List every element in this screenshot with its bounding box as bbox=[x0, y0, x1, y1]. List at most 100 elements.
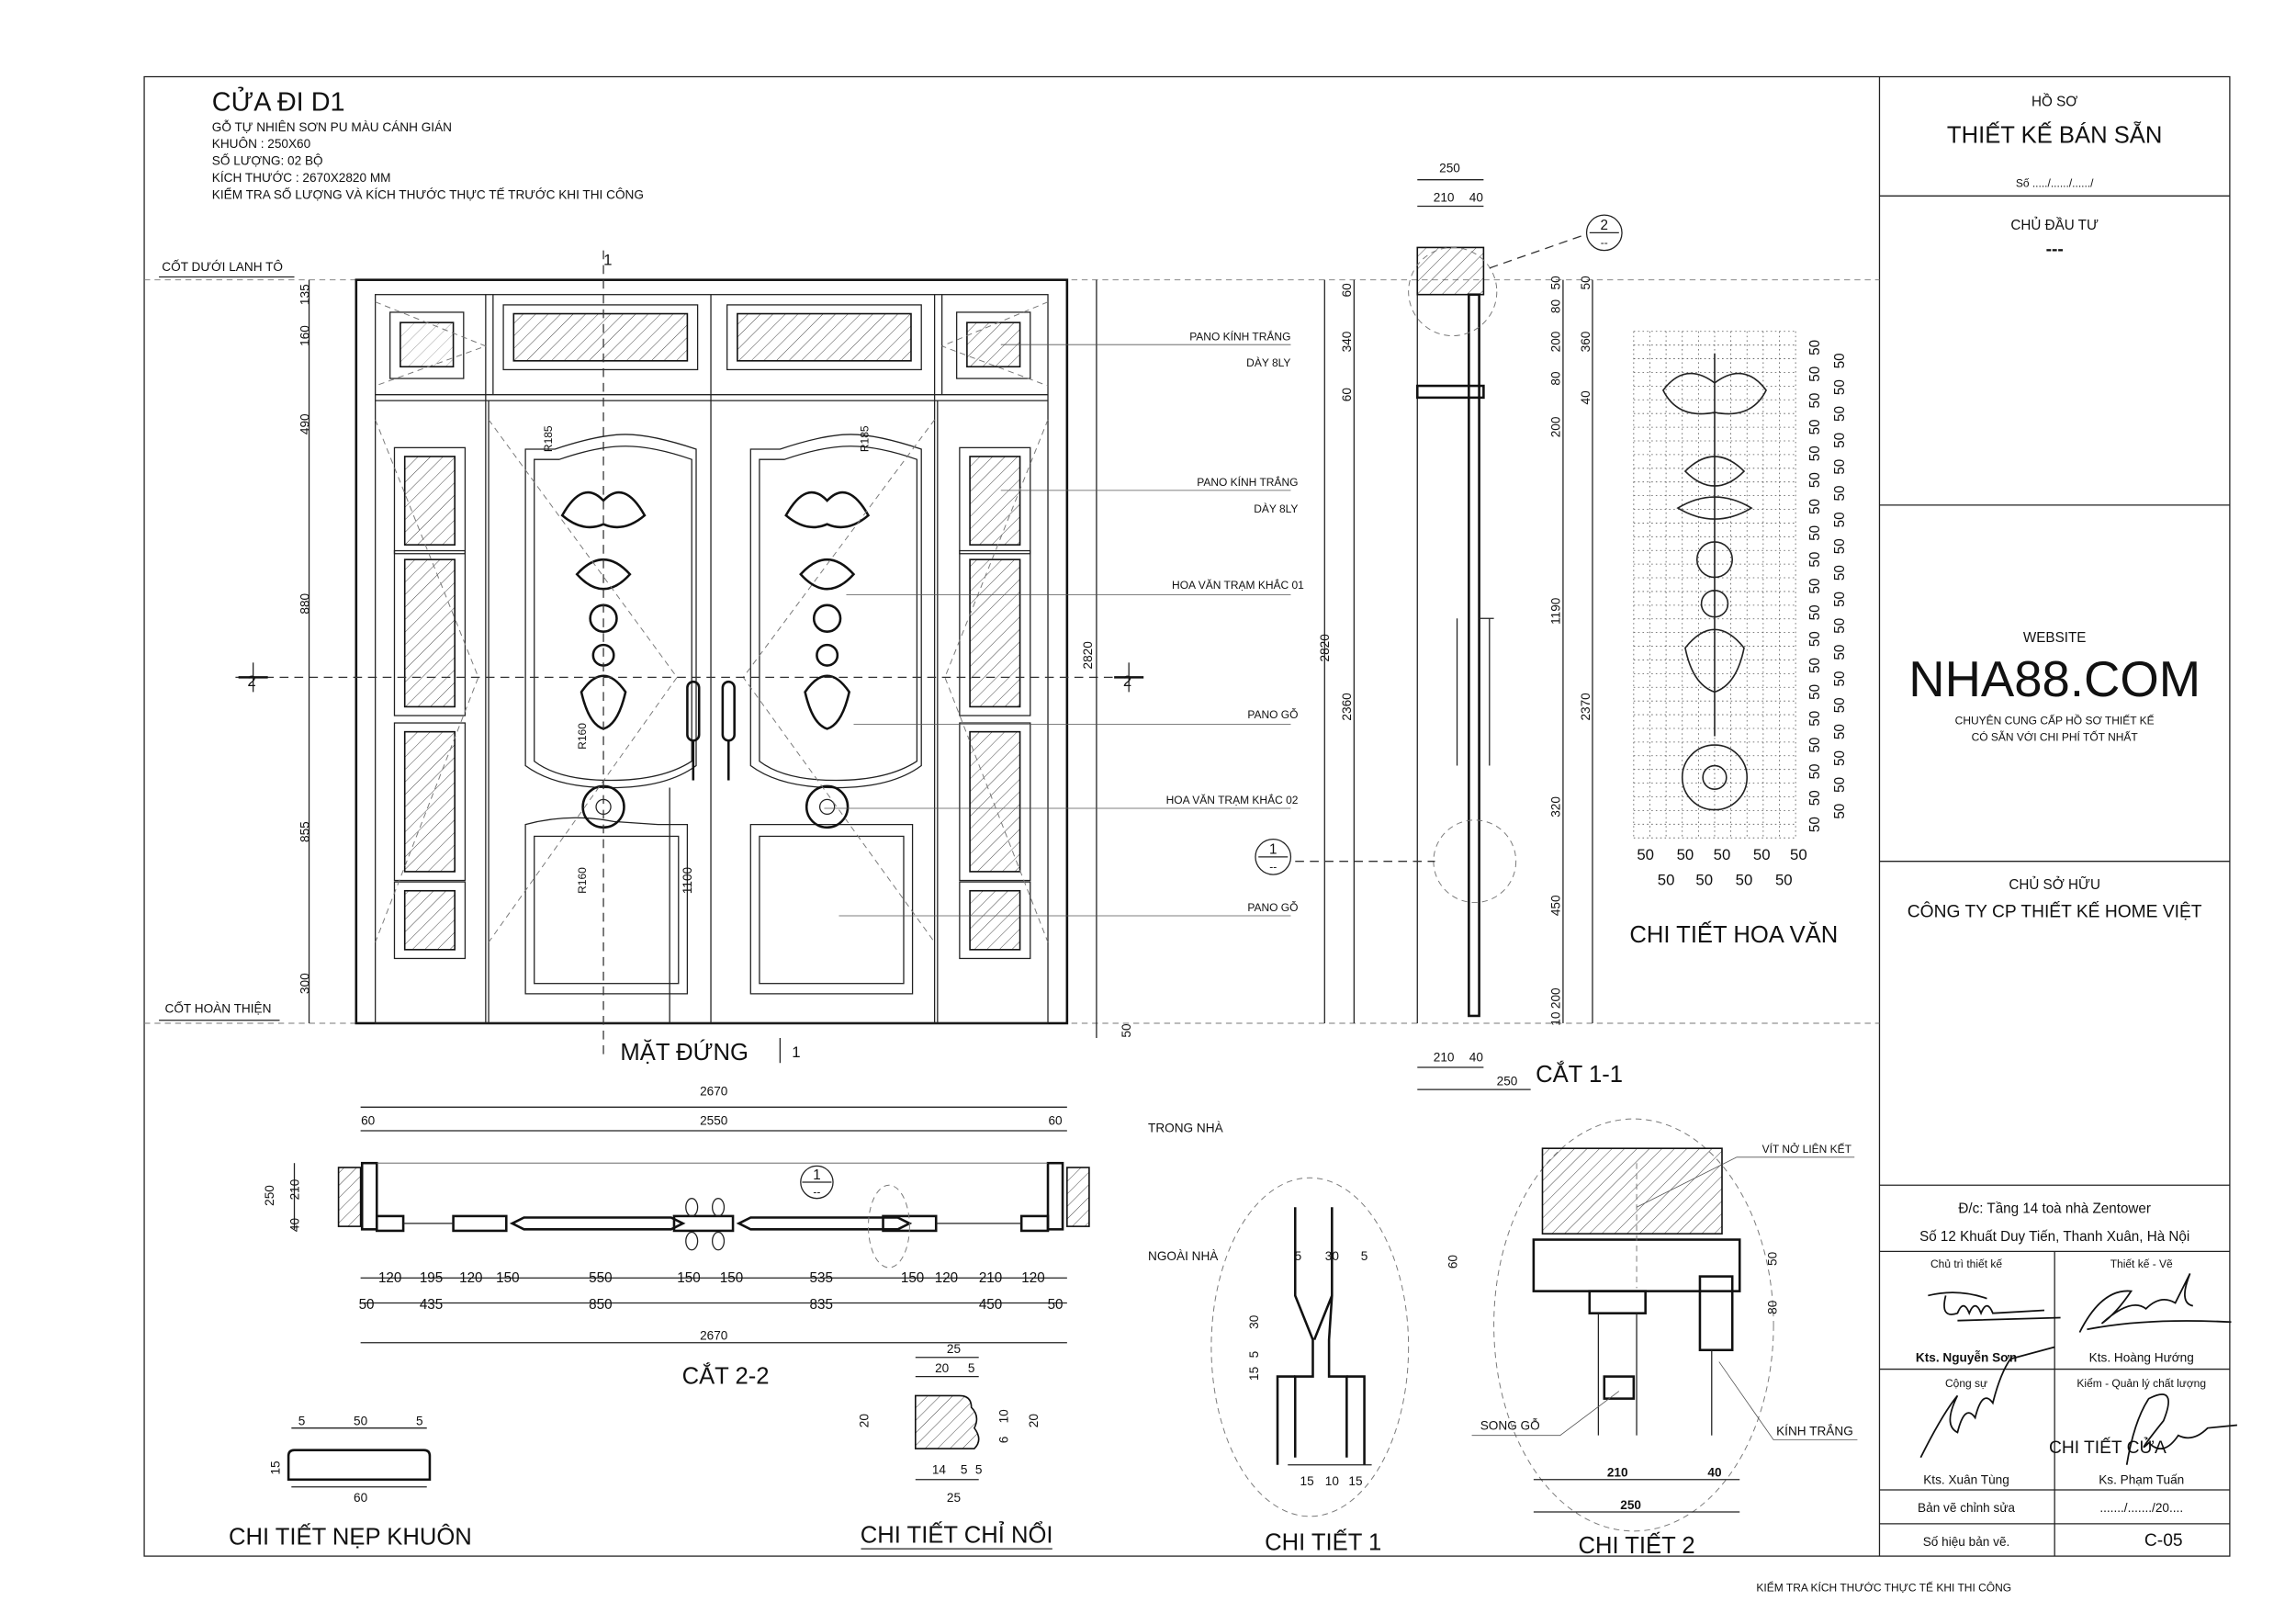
dimension-label: 50 bbox=[1832, 671, 1848, 686]
dimension-label: 50 bbox=[1807, 393, 1823, 409]
dimension-label: 50 bbox=[354, 1414, 368, 1427]
website-label: WEBSITE bbox=[2023, 630, 2087, 646]
dimension-label: 50 bbox=[1832, 592, 1848, 607]
dimension-label: 40 bbox=[1707, 1466, 1722, 1480]
radius-label: R160 bbox=[576, 867, 589, 894]
marker-sheet: -- bbox=[813, 1185, 820, 1198]
dimension-label: 15 bbox=[1300, 1474, 1314, 1488]
dimension-label: 5 bbox=[1247, 1351, 1261, 1359]
callout-label: DÀY 8LY bbox=[1246, 355, 1290, 369]
slogan-line: CHUYÊN CUNG CẤP HỒ SƠ THIẾT KẾ bbox=[1955, 714, 2155, 727]
dimension-label: 50 bbox=[1807, 631, 1823, 647]
dimension-label: 200 bbox=[1549, 416, 1563, 437]
dimension-label: 50 bbox=[1807, 340, 1823, 355]
signature-pham-tuan bbox=[2125, 1393, 2237, 1465]
dimension-label: 435 bbox=[420, 1297, 443, 1313]
dimension-label: 10 bbox=[1325, 1474, 1340, 1488]
dimension-label: 320 bbox=[1549, 796, 1563, 818]
dimension-label: 50 bbox=[1790, 846, 1807, 863]
molding-title: CHI TIẾT CHỈ NỔI bbox=[861, 1521, 1053, 1549]
dimension-label: 40 bbox=[1469, 1051, 1484, 1065]
dimension-label: 80 bbox=[1549, 299, 1563, 314]
dimension-label: 10 bbox=[1549, 1011, 1563, 1026]
revision-date: ......./......./20.... bbox=[2099, 1501, 2183, 1515]
dimension-label: 60 bbox=[1048, 1114, 1063, 1128]
dimension-label: 550 bbox=[589, 1270, 612, 1286]
sheet-number-label: Số hiệu bản vẽ. bbox=[1923, 1535, 2010, 1549]
dimension-label: 880 bbox=[298, 592, 312, 614]
marker-number: 1 bbox=[1269, 842, 1277, 858]
address-line: Số 12 Khuất Duy Tiến, Thanh Xuân, Hà Nội bbox=[1919, 1229, 2189, 1245]
dimension-label: 210 bbox=[1607, 1466, 1628, 1480]
dimension-label: 2360 bbox=[1340, 693, 1354, 721]
owner-name: CÔNG TY CP THIẾT KẾ HOME VIỆT bbox=[1908, 902, 2202, 922]
dimension-label: 50 bbox=[1807, 499, 1823, 514]
dimension-label: 50 bbox=[1832, 645, 1848, 660]
ho-so-label: HỒ SƠ bbox=[2032, 94, 2077, 110]
dimension-label: 15 bbox=[1247, 1367, 1261, 1381]
address-line: Đ/c: Tầng 14 toà nhà Zentower bbox=[1958, 1201, 2151, 1217]
section-1-1-drawing bbox=[1295, 179, 1593, 1090]
dimension-label: 40 bbox=[1579, 390, 1593, 405]
glass-label: KÍNH TRẮNG bbox=[1776, 1425, 1853, 1438]
dimension-label: 450 bbox=[1549, 895, 1563, 916]
dimension-label: 6 bbox=[997, 1437, 1011, 1444]
radius-label: R160 bbox=[576, 723, 589, 750]
signer-role: Thiết kế - Vẽ bbox=[2110, 1257, 2173, 1270]
dimension-label: 50 bbox=[1549, 276, 1563, 290]
dimension-label: 80 bbox=[1549, 371, 1563, 386]
section-1-1-title: CẮT 1-1 bbox=[1536, 1060, 1623, 1088]
dimension-label: 25 bbox=[947, 1491, 961, 1505]
pattern-detail-title: CHI TIẾT HOA VĂN bbox=[1629, 921, 1838, 948]
frame-trim-drawing bbox=[287, 1427, 432, 1488]
drawing-note: KIỂM TRA SỐ LƯỢNG VÀ KÍCH THƯỚC THỰC TẾ … bbox=[212, 188, 644, 202]
callout-label: DÀY 8LY bbox=[1254, 502, 1298, 515]
dimension-label: 50 bbox=[1832, 353, 1848, 368]
slogan-line: CÓ SẴN VỚI CHI PHÍ TỐT NHẤT bbox=[1972, 729, 2139, 743]
signature-hoang-huong bbox=[2078, 1273, 2232, 1333]
revision-label: Bản vẽ chỉnh sửa bbox=[1918, 1501, 2015, 1515]
dimension-label: 300 bbox=[298, 973, 312, 994]
detail-1-title: CHI TIẾT 1 bbox=[1265, 1529, 1381, 1556]
detail-2-drawing bbox=[1471, 1118, 1858, 1532]
marker-number: 2 bbox=[1601, 218, 1608, 233]
dimension-label: 50 bbox=[1753, 846, 1771, 863]
dimension-label: 80 bbox=[1765, 1300, 1779, 1314]
dimension-label: 50 bbox=[1579, 276, 1593, 290]
signer-role: Kiểm - Quản lý chất lượng bbox=[2077, 1377, 2206, 1390]
signer-name: Kts. Xuân Tùng bbox=[1923, 1473, 2009, 1487]
dimension-label: 30 bbox=[1325, 1249, 1340, 1263]
drawing-note: KHUÔN : 250X60 bbox=[212, 137, 311, 151]
dimension-label: 50 bbox=[1832, 433, 1848, 448]
footer-note: KIỂM TRA KÍCH THƯỚC THỰC TẾ KHI THI CÔNG bbox=[1756, 1581, 2011, 1595]
pattern-detail-drawing bbox=[1633, 331, 1796, 840]
dimension-label: 120 bbox=[459, 1270, 482, 1286]
dimension-label: 340 bbox=[1340, 331, 1354, 352]
dimension-label: 200 bbox=[1549, 987, 1563, 1009]
dimension-label: 210 bbox=[979, 1270, 1002, 1286]
dimension-label: 50 bbox=[1832, 777, 1848, 793]
dimension-label: 50 bbox=[1807, 817, 1823, 832]
dimension-label: 30 bbox=[1247, 1314, 1261, 1329]
signer-name: Ks. Phạm Tuấn bbox=[2099, 1473, 2184, 1487]
marker-sheet: -- bbox=[1269, 860, 1277, 873]
dimension-label: 50 bbox=[1807, 711, 1823, 727]
dimension-label: 135 bbox=[298, 284, 312, 305]
website-name: NHA88.COM bbox=[1908, 651, 2200, 707]
drawing-note: KÍCH THƯỚC : 2670X2820 MM bbox=[212, 171, 391, 185]
dimension-label: 50 bbox=[1832, 697, 1848, 713]
dimension-label: 60 bbox=[361, 1114, 376, 1128]
owner-label: CHỦ SỞ HỮU bbox=[2009, 876, 2100, 893]
dimension-label: 20 bbox=[1027, 1414, 1041, 1428]
datum-top-label: CỐT DƯỚI LANH TÔ bbox=[162, 260, 283, 274]
dimension-label: 50 bbox=[1677, 846, 1694, 863]
dimension-label: 490 bbox=[298, 413, 312, 434]
dimension-label: 5 bbox=[298, 1414, 306, 1427]
dimension-label: 150 bbox=[720, 1270, 743, 1286]
section-mark: 1 bbox=[603, 252, 612, 269]
section-marker-icon bbox=[800, 1165, 834, 1200]
dimension-label: 10 bbox=[997, 1409, 1011, 1424]
signer-role: Chủ trì thiết kế bbox=[1930, 1257, 2002, 1270]
dimension-label: 5 bbox=[961, 1462, 968, 1476]
